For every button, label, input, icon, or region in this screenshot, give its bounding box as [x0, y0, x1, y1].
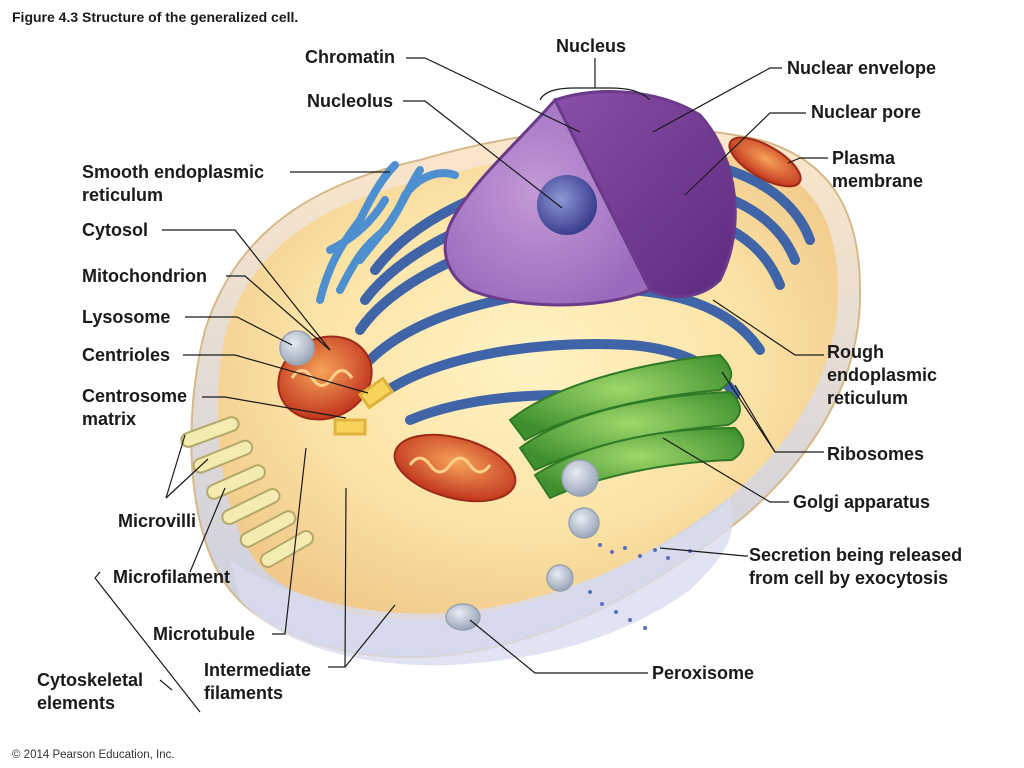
lysosome-shape — [279, 330, 315, 366]
label-plasma-membrane: Plasma membrane — [832, 148, 924, 191]
figure-title: Figure 4.3 Structure of the generalized … — [12, 9, 299, 25]
label-microvilli: Microvilli — [118, 511, 197, 531]
label-nuclear-envelope: Nuclear envelope — [787, 58, 937, 78]
nucleus-shape — [443, 90, 737, 307]
label-secretion: Secretion being released from cell by ex… — [749, 545, 963, 588]
label-golgi: Golgi apparatus — [793, 492, 931, 512]
microvilli-shapes — [180, 416, 315, 568]
label-mitochondrion: Mitochondrion — [82, 266, 207, 286]
peroxisome-shape — [445, 603, 481, 631]
centrioles-shape — [333, 376, 395, 436]
label-centrosome-matrix: Centrosome matrix — [82, 386, 188, 429]
label-rough-er: Rough endoplasmic reticulum — [827, 342, 938, 408]
label-intermediate-filaments: Intermediate filaments — [204, 660, 312, 703]
label-nuclear-pore: Nuclear pore — [811, 102, 922, 122]
vesicle-shapes — [546, 459, 600, 592]
label-microtubule: Microtubule — [153, 624, 255, 644]
nucleolus-shape — [537, 175, 597, 235]
label-cytosol: Cytosol — [82, 220, 149, 240]
label-chromatin: Chromatin — [305, 47, 395, 67]
label-smooth-er: Smooth endoplasmic reticulum — [82, 162, 265, 205]
label-peroxisome: Peroxisome — [652, 663, 755, 683]
label-ribosomes: Ribosomes — [827, 444, 925, 464]
smooth-er-shape — [316, 161, 459, 304]
label-centrioles: Centrioles — [82, 345, 171, 365]
label-cytoskeletal-elements: Cytoskeletal elements — [37, 670, 144, 713]
label-lysosome: Lysosome — [82, 307, 171, 327]
copyright-notice: © 2014 Pearson Education, Inc. — [12, 749, 175, 761]
label-microfilament: Microfilament — [113, 567, 231, 587]
label-nucleus: Nucleus — [556, 36, 627, 56]
label-nucleolus: Nucleolus — [307, 91, 394, 111]
leader-lines — [94, 57, 828, 713]
